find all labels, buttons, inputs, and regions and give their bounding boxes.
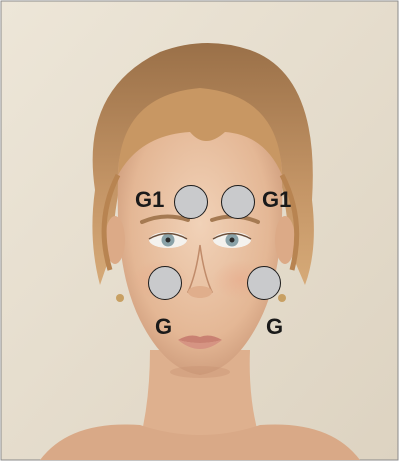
marker-dot-lower-left (148, 266, 182, 300)
neck (140, 350, 260, 440)
chin-shade (170, 366, 230, 378)
marker-label-lower-right: G (266, 314, 284, 339)
right-ear (275, 216, 295, 264)
marker-label-upper-right: G1 (262, 187, 292, 212)
left-eyebrow (140, 214, 190, 224)
left-eyelid (148, 232, 188, 240)
right-earring (278, 294, 286, 302)
marker-dot-upper-right (221, 185, 255, 219)
left-ear (105, 216, 125, 264)
marker-dot-upper-left (174, 185, 208, 219)
hair-strand-left (101, 173, 121, 271)
upper-lip (178, 335, 222, 343)
left-earring (116, 294, 124, 302)
right-pupil (229, 237, 235, 243)
marker-label-lower-left: G (155, 314, 173, 339)
lower-lip (178, 340, 222, 349)
nose-tip (188, 286, 212, 298)
marker-dot-lower-right (247, 266, 281, 300)
hair-strand-right (279, 173, 300, 271)
hair-back (92, 42, 314, 285)
marker-label-upper-left: G1 (135, 187, 165, 212)
left-pupil (165, 237, 171, 243)
face (117, 100, 283, 375)
shoulders (40, 424, 360, 460)
right-eyelid (212, 232, 252, 240)
hair-front (118, 88, 282, 175)
